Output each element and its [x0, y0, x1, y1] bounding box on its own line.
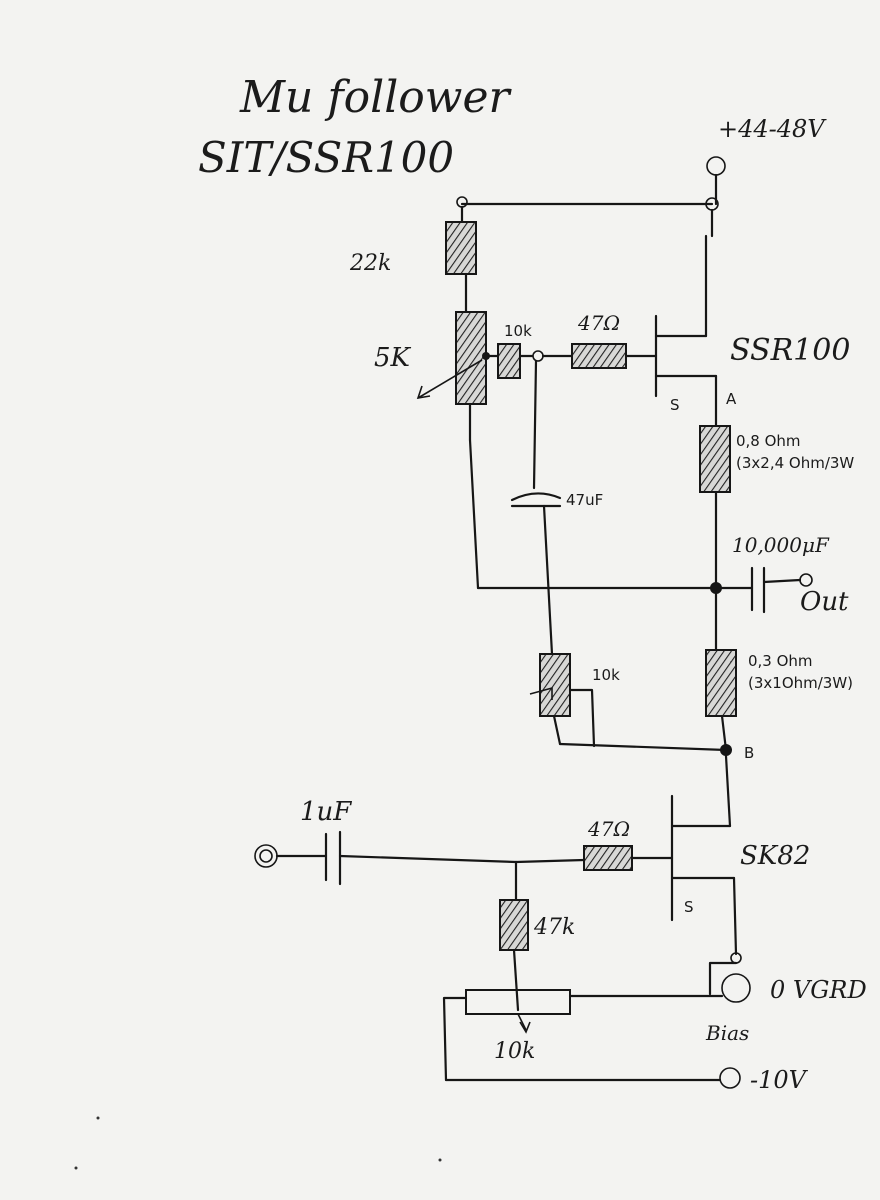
resistor-10k-gate — [497, 343, 521, 379]
title-line1: Mu follower — [239, 72, 512, 123]
arrow-head — [416, 385, 431, 400]
wire — [732, 876, 738, 956]
trimmer-10k — [539, 653, 571, 717]
wire — [552, 714, 562, 746]
gnd-label: 0 VGRD — [770, 976, 867, 1004]
gate-node — [532, 350, 544, 362]
bias-pot-wiper — [517, 1013, 527, 1031]
ssr100-label: SSR100 — [730, 333, 850, 368]
sk82-label: SK82 — [740, 841, 810, 871]
r10k-top-label: 10k — [504, 322, 532, 340]
wire — [532, 359, 538, 490]
node-b-label: B — [744, 744, 754, 762]
r47k-label: 47k — [533, 915, 575, 940]
supply-terminal — [706, 156, 726, 176]
top-node — [456, 196, 468, 208]
resistor-47k — [499, 899, 529, 951]
wire — [514, 858, 586, 864]
wire — [762, 578, 802, 584]
input-terminal — [254, 844, 278, 868]
input-terminal-inner — [259, 849, 273, 863]
wire — [542, 504, 554, 656]
node-b-dot — [720, 744, 732, 756]
cap10000-label: 10,000μF — [732, 533, 830, 557]
bias-wire — [442, 996, 468, 1082]
pot-wiper-arrow — [417, 359, 483, 399]
resistor-47ohm-top — [571, 343, 627, 369]
wire — [512, 948, 520, 1012]
source-top-label: S — [670, 396, 680, 414]
neg-supply-terminal — [719, 1067, 741, 1089]
pot5k-label: 5K — [374, 343, 412, 373]
output-terminal — [799, 573, 813, 587]
resistor-0-3ohm — [705, 649, 737, 717]
resistor-0-8ohm — [699, 425, 731, 493]
cap1u-label: 1uF — [300, 797, 352, 827]
r47-top-label: 47Ω — [577, 311, 620, 335]
title-line2: SIT/SSR100 — [198, 133, 454, 182]
speck — [96, 1116, 100, 1120]
wiper-arrow-head — [519, 1021, 531, 1034]
supply-label: +44-48V — [718, 115, 827, 143]
cap-47uf-curved-plate — [510, 492, 562, 502]
neg10-label: -10V — [750, 1066, 809, 1094]
r08-label: 0,8 Ohm — [736, 432, 801, 450]
speck — [74, 1166, 78, 1170]
wiper-wire — [568, 688, 596, 748]
trimmer-wiper — [529, 686, 553, 700]
bias-label: Bias — [705, 1021, 749, 1045]
ground-terminal — [721, 973, 751, 1003]
input-wire — [338, 854, 518, 864]
wire — [708, 961, 738, 996]
cap47u-label: 47uF — [566, 491, 603, 509]
node-a-label: A — [726, 390, 737, 408]
wire — [724, 754, 732, 828]
node-b-wire — [558, 742, 728, 752]
source-bottom-label: S — [684, 898, 694, 916]
resistor-22k — [445, 221, 477, 275]
r03-label: 0,3 Ohm — [748, 652, 813, 670]
node-dot — [482, 352, 490, 360]
r08-detail-label: (3x2,4 Ohm/3W — [736, 454, 854, 472]
speck — [438, 1158, 442, 1162]
r22k-label: 22k — [349, 251, 391, 276]
potentiometer-5k — [455, 311, 487, 405]
r47-bottom-label: 47Ω — [587, 817, 630, 841]
r10k-bottom-label: 10k — [592, 666, 620, 684]
pot10k-label: 10k — [494, 1039, 535, 1064]
out-label: Out — [800, 587, 849, 617]
pot-return-wire — [468, 438, 480, 590]
resistor-47ohm-bottom — [583, 845, 633, 871]
r03-detail-label: (3x1Ohm/3W) — [748, 674, 853, 692]
